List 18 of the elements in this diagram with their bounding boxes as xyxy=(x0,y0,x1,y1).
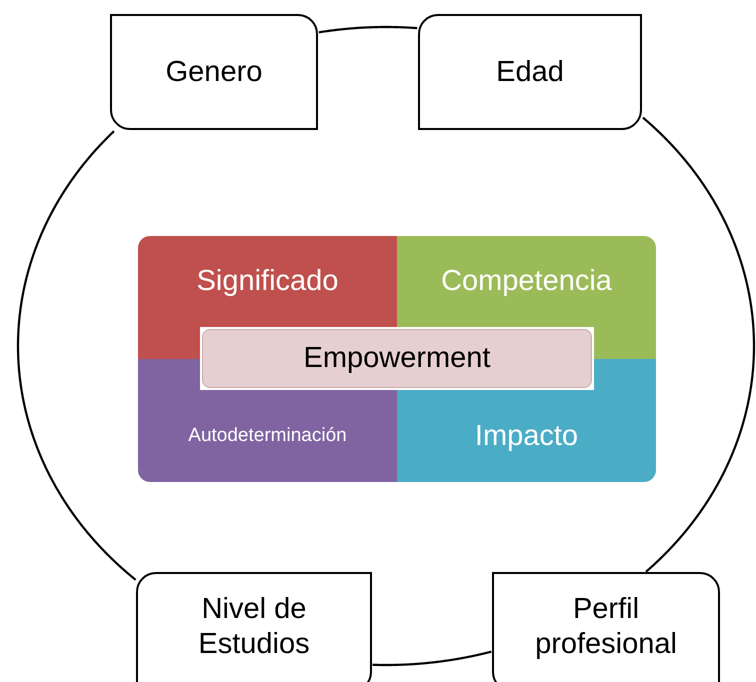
node-label: Competencia xyxy=(441,264,612,299)
node-label: Impacto xyxy=(474,418,578,454)
connector-arc xyxy=(372,650,492,666)
rounded-box xyxy=(492,572,720,682)
node-label: Edad xyxy=(496,54,564,90)
connector-arc xyxy=(318,26,418,34)
node-label: Autodeterminación xyxy=(188,424,347,448)
rounded-box xyxy=(418,14,642,130)
rounded-box xyxy=(110,14,318,130)
node-label: Genero xyxy=(166,54,262,90)
connector-arc xyxy=(642,116,756,573)
node-label: Significado xyxy=(196,264,338,299)
rounded-box xyxy=(136,572,372,682)
node-label: Nivel de Estudios xyxy=(197,592,311,662)
connector-arc xyxy=(16,130,136,581)
node-label: Empowerment xyxy=(304,341,490,376)
node-label: Perfil profesional xyxy=(534,592,678,662)
central-box xyxy=(200,327,594,390)
